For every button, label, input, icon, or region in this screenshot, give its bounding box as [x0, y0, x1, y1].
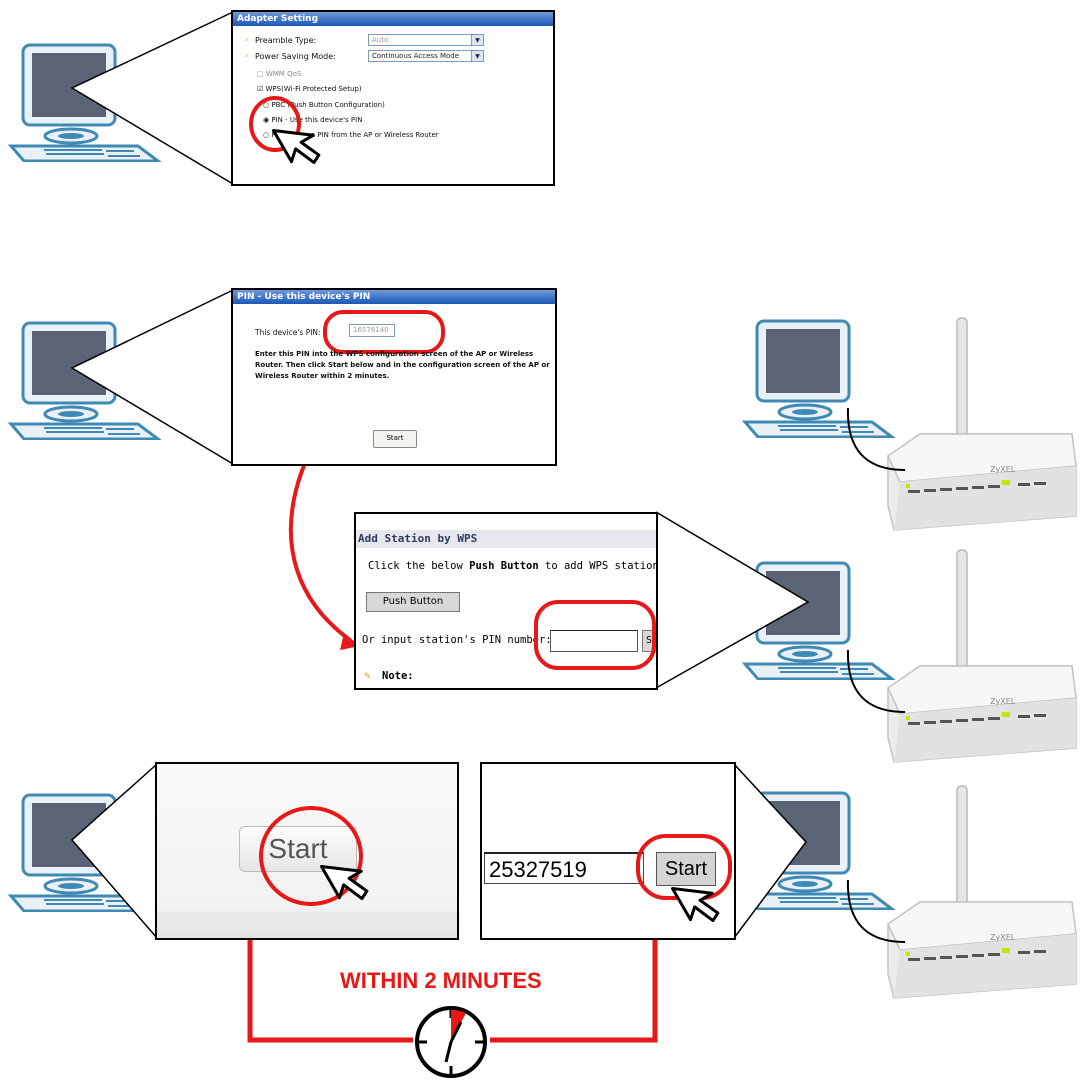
- start-button-large[interactable]: Start: [239, 826, 357, 872]
- instructions-line-2: Router. Then click Start below and in th…: [255, 361, 550, 369]
- pin-this-device-radio[interactable]: ◉ PIN - Use this device's PIN: [263, 116, 363, 124]
- adapter-setting-panel: Adapter Setting › Preamble Type: Auto▼ ›…: [231, 10, 555, 186]
- clock-icon: [415, 1006, 487, 1078]
- power-saving-label: Power Saving Mode:: [255, 52, 336, 61]
- ap-pin-input[interactable]: 25327519: [484, 852, 644, 884]
- device-pin-label: This device's PIN:: [255, 328, 321, 337]
- mouse-cursor-icon: [279, 110, 339, 170]
- add-station-panel: Add Station by WPS Click the below Push …: [354, 512, 658, 690]
- wmm-qos-checkbox[interactable]: □ WMM QoS: [257, 70, 302, 78]
- ap-start-button[interactable]: Start: [656, 852, 716, 886]
- highlight-circle: [259, 806, 363, 906]
- mouse-cursor-icon: [678, 868, 736, 928]
- preamble-select[interactable]: Auto▼: [368, 34, 484, 46]
- note-icon: ✎: [364, 669, 371, 682]
- push-button[interactable]: Push Button: [366, 592, 460, 612]
- highlight-circle: [534, 600, 656, 670]
- pin-number-label: Or input station's PIN number:: [362, 634, 552, 646]
- timer-label: WITHIN 2 MINUTES: [340, 968, 542, 993]
- chevron-down-icon: ▼: [471, 51, 483, 61]
- instructions-line-3: Wireless Router within 2 minutes.: [255, 372, 390, 380]
- power-saving-select[interactable]: Continuous Access Mode▼: [368, 50, 484, 62]
- preamble-label: Preamble Type:: [255, 36, 317, 45]
- station-pin-input[interactable]: [550, 630, 638, 652]
- highlight-circle: [323, 310, 445, 354]
- arrow-bullet-icon: ›: [245, 51, 249, 60]
- push-button-instruction: Click the below Push Button to add WPS s…: [368, 560, 658, 572]
- pin-dialog-panel: PIN - Use this device's PIN This device'…: [231, 288, 557, 466]
- note-label: Note:: [382, 670, 414, 682]
- pin-dialog-title: PIN - Use this device's PIN: [233, 290, 555, 304]
- instructions-line-1: Enter this PIN into the WPS configuratio…: [255, 350, 534, 358]
- zoom-client-start-panel: Start: [155, 762, 459, 940]
- add-station-title: Add Station by WPS: [358, 532, 478, 545]
- mouse-cursor-icon: [327, 846, 387, 906]
- adapter-setting-title: Adapter Setting: [233, 12, 553, 26]
- arrow-bullet-icon: ›: [245, 35, 249, 44]
- pbc-radio[interactable]: ○ PBC (Push Button Configuration): [263, 101, 385, 109]
- chevron-down-icon: ▼: [471, 35, 483, 45]
- start-button[interactable]: Start: [373, 430, 417, 448]
- device-pin-field: 16576140: [349, 324, 395, 337]
- zoom-ap-start-panel: 25327519 Start: [480, 762, 736, 940]
- highlight-circle: [249, 96, 301, 152]
- pin-from-ap-radio[interactable]: ○ PIN - Enter a PIN from the AP or Wirel…: [263, 131, 439, 139]
- wps-checkbox[interactable]: ☑ WPS(Wi-Fi Protected Setup): [257, 85, 362, 93]
